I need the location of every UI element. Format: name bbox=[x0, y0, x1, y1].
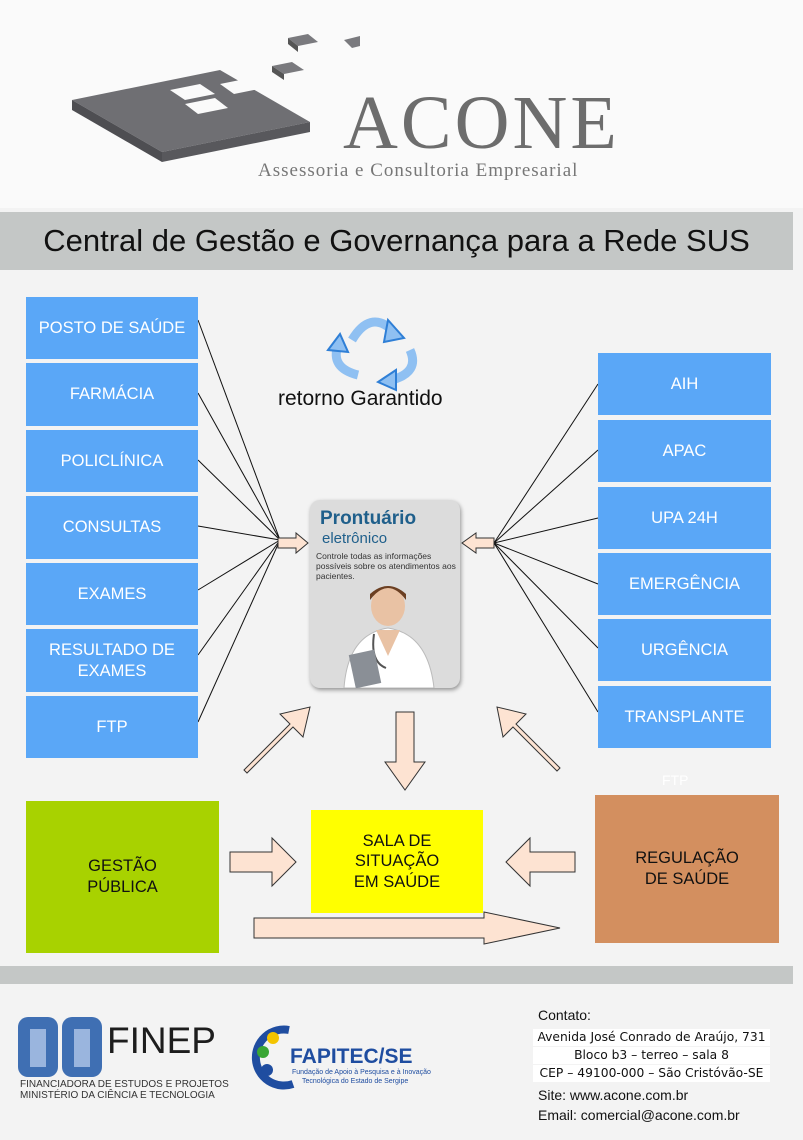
box-urgencia: URGÊNCIA bbox=[598, 619, 771, 681]
contact-email-link[interactable]: Email: comercial@acone.com.br bbox=[538, 1107, 740, 1123]
doctor-icon bbox=[343, 586, 435, 688]
fapitec-name: FAPITEC/SE bbox=[290, 1045, 413, 1068]
box-resultado-de-exames: RESULTADO DE EXAMES bbox=[26, 629, 198, 692]
card-text: Controle todas as informações possíveis … bbox=[316, 551, 456, 581]
contact-address-line-3: CEP – 49100-000 – São Cristóvão-SE bbox=[533, 1065, 770, 1082]
arrow-up-left-icon bbox=[496, 706, 561, 772]
arrow-left-icon bbox=[505, 836, 576, 888]
page-title: Central de Gestão e Governança para a Re… bbox=[43, 223, 750, 258]
arrow-down-icon bbox=[384, 711, 426, 791]
finep-logo-icon bbox=[18, 1017, 102, 1077]
arrow-up-right-icon bbox=[243, 706, 311, 774]
long-arrow-right-icon bbox=[253, 911, 561, 945]
acone-logo-icon bbox=[72, 34, 360, 162]
card-subtitle: eletrônico bbox=[322, 530, 388, 547]
arrow-right-icon bbox=[229, 836, 297, 888]
brand-name: ACONE bbox=[343, 81, 620, 165]
box-gestao-publica: GESTÃO PÚBLICA bbox=[26, 801, 219, 953]
card-title: Prontuário bbox=[320, 508, 417, 529]
arrow-left-icon bbox=[461, 532, 495, 554]
box-ftp: FTP bbox=[26, 696, 198, 758]
finep-name: FINEP bbox=[107, 1020, 216, 1061]
contact-address-line-2: Bloco b3 – terreo – sala 8 bbox=[533, 1047, 770, 1064]
box-consultas: CONSULTAS bbox=[26, 496, 198, 559]
box-transplante: TRANSPLANTE bbox=[598, 686, 771, 748]
box-farmacia: FARMÁCIA bbox=[26, 363, 198, 426]
contact-site-link[interactable]: Site: www.acone.com.br bbox=[538, 1087, 689, 1103]
box-emergencia: EMERGÊNCIA bbox=[598, 553, 771, 615]
finep-subtitle-1: FINANCIADORA DE ESTUDOS E PROJETOS bbox=[20, 1079, 229, 1090]
box-policlinica: POLICLÍNICA bbox=[26, 430, 198, 492]
contact-title: Contato: bbox=[538, 1007, 591, 1023]
title-band: Central de Gestão e Governança para a Re… bbox=[0, 212, 793, 270]
brand-tagline: Assessoria e Consultoria Empresarial bbox=[258, 160, 579, 181]
box-apac: APAC bbox=[598, 420, 771, 482]
arrow-right-icon bbox=[277, 531, 309, 555]
prontuario-card: Prontuário eletrônico Controle todas as … bbox=[310, 500, 460, 688]
fapitec-logo-icon bbox=[251, 1025, 295, 1090]
cycle-label: retorno Garantido bbox=[278, 387, 443, 410]
box-exames: EXAMES bbox=[26, 563, 198, 625]
ftp-ghost-label: FTP bbox=[662, 772, 689, 788]
box-aih: AIH bbox=[598, 353, 771, 415]
box-upa-24h: UPA 24H bbox=[598, 487, 771, 549]
fapitec-subtitle-2: Tecnológica do Estado de Sergipe bbox=[302, 1078, 409, 1085]
right-connector-lines bbox=[493, 383, 599, 713]
box-sala-de-situacao: SALA DE SITUAÇÃO EM SAÚDE bbox=[311, 810, 483, 913]
box-regulacao-de-saude: REGULAÇÃO DE SAÚDE bbox=[595, 795, 779, 943]
left-connector-lines bbox=[197, 319, 281, 723]
footer-band bbox=[0, 966, 793, 984]
contact-address-line-1: Avenida José Conrado de Araújo, 731 bbox=[533, 1029, 770, 1046]
cycle-arrows-icon bbox=[326, 317, 418, 392]
box-posto-de-saude: POSTO DE SAÚDE bbox=[26, 297, 198, 359]
header: ACONE Assessoria e Consultoria Empresari… bbox=[0, 0, 803, 208]
fapitec-subtitle-1: Fundação de Apoio à Pesquisa e à Inovaçã… bbox=[292, 1069, 431, 1076]
finep-subtitle-2: MINISTÉRIO DA CIÊNCIA E TECNOLOGIA bbox=[20, 1090, 215, 1101]
